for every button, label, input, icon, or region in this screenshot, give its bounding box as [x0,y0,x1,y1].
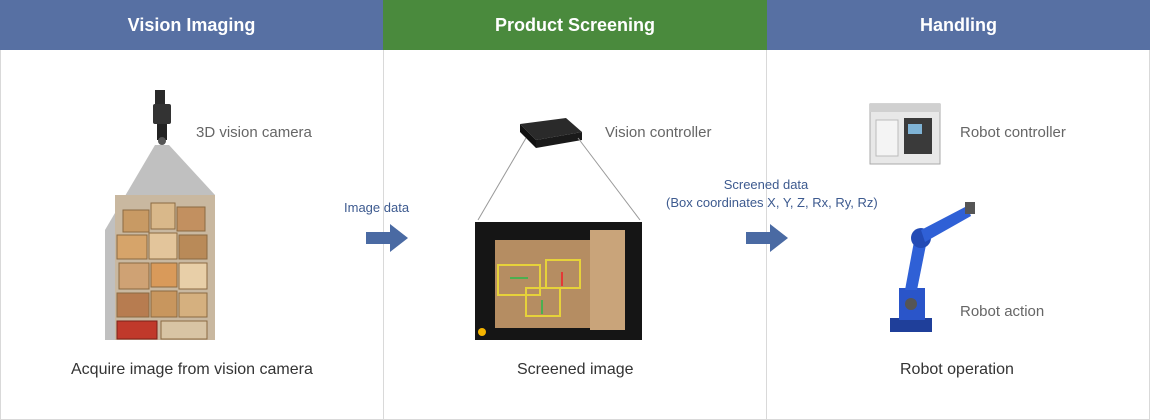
screening-illustration [475,118,642,340]
vision-controller-label: Vision controller [605,124,712,141]
robot-action-label: Robot action [960,303,1045,320]
flow-label-screened-data: Screened data (Box coordinates X, Y, Z, … [666,177,878,210]
flow-label-image-data: Image data [344,200,410,215]
robot-arm-icon [890,202,975,332]
header-vision-imaging: Vision Imaging [0,0,383,50]
flow-label-line: (Box coordinates X, Y, Z, Rx, Ry, Rz) [666,195,878,210]
robot-controller-label: Robot controller [960,124,1066,141]
caption-robot-operation: Robot operation [900,361,1014,378]
camera-label: 3D vision camera [196,124,312,141]
robot-controller-icon [869,103,941,165]
screened-image [475,222,642,340]
flow-arrow-icon [746,224,788,252]
header-handling: Handling [767,0,1150,50]
camera-view-illustration [105,90,215,340]
camera-icon [153,90,171,145]
flow-arrow-icon [366,224,408,252]
caption-acquire-image: Acquire image from vision camera [71,361,313,378]
boxes-photo [115,195,215,340]
vision-controller-icon [520,118,582,148]
caption-screened-image: Screened image [517,361,634,378]
flow-label-line: Screened data [723,177,809,192]
header-product-screening: Product Screening [383,0,767,50]
